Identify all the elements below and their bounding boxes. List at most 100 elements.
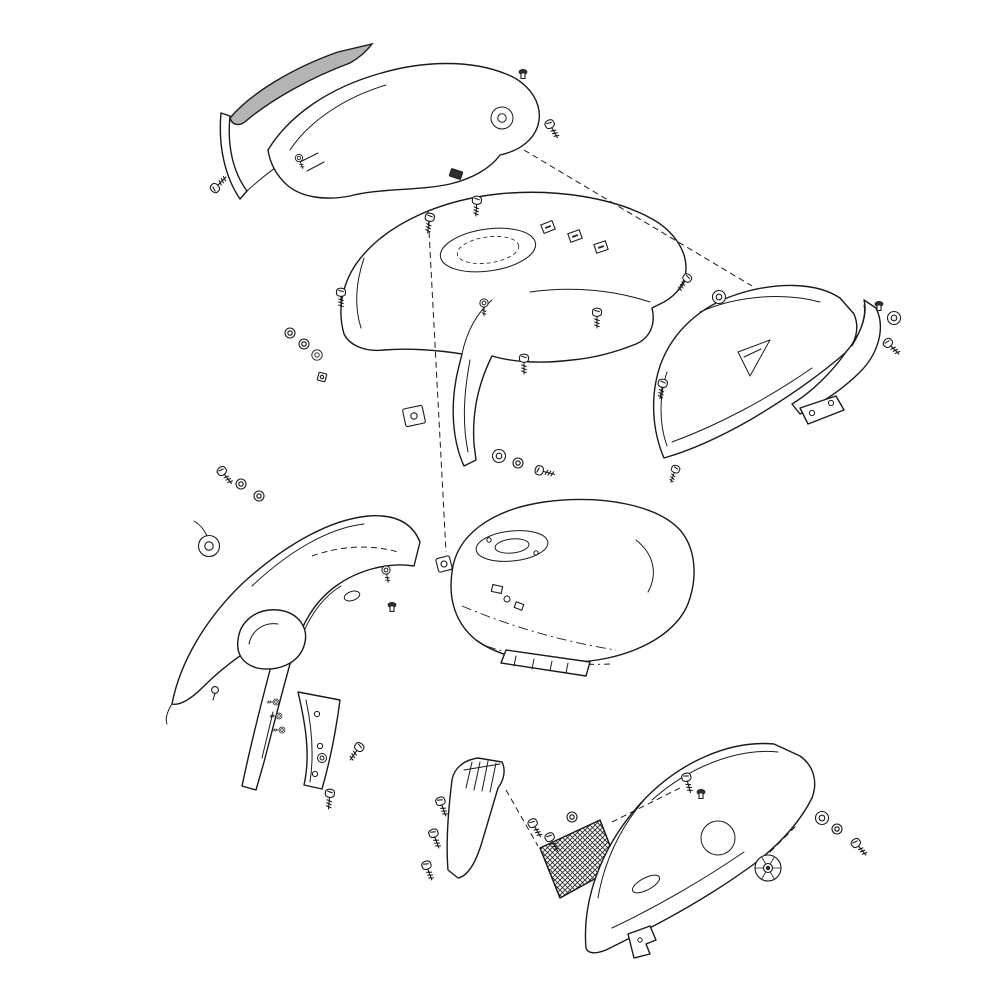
lower-cover-swoosh [631,874,661,894]
highlight-region[interactable] [229,42,374,126]
part-fuel-tank[interactable] [435,498,695,677]
bracket-hole [808,409,816,417]
bolt-fastener[interactable] [272,726,286,734]
screw-fastener[interactable] [881,336,903,358]
filler-bolt-hole [486,537,492,543]
grommet-fastener[interactable] [711,289,727,305]
right-cover-outline[interactable] [652,284,858,459]
screw-fastener[interactable] [434,795,451,819]
left-duct-crease [248,623,279,645]
bracket-hole [827,399,835,407]
washer-fastener[interactable] [512,457,524,469]
part-right-side-cover[interactable] [652,284,858,459]
top-cover-hole-outer [490,106,514,130]
leader-lines [311,149,799,853]
grommet-fastener[interactable] [886,310,902,326]
screw-fastener[interactable] [518,353,530,375]
filler-opening [475,530,549,562]
tank-cover-outline[interactable] [340,191,687,467]
lower-l-bracket[interactable] [627,925,657,959]
top-cover-tab [448,168,464,180]
clip-fastener[interactable] [211,686,219,701]
part-left-mount-bracket[interactable] [297,691,341,790]
right-rear-bracket[interactable] [799,395,845,425]
top-cover-notches [299,152,325,172]
screw-fastener[interactable] [526,816,545,840]
washer-fastener[interactable] [831,823,843,835]
screw-fastener[interactable] [323,788,336,810]
tank-cover-right-crease [529,288,651,303]
leader-line [611,787,681,823]
tank-front-mount [435,555,453,573]
grommet-fastener[interactable] [814,810,830,826]
screw-fastener[interactable] [346,740,366,764]
lower-cover-outline[interactable] [584,742,816,954]
left-panel-leg-crease [261,711,274,759]
top-cover-crease [289,84,387,151]
screw-fastener[interactable] [543,117,562,141]
lower-cover-left-crease [597,799,645,899]
flange-slots [513,655,569,674]
lower-cover-bottom-crease [611,851,745,929]
washer-fastener[interactable] [253,490,265,502]
tank-right-crease [635,539,654,593]
clip-slot [540,219,556,235]
windscreen-side-face[interactable] [219,112,248,200]
grommet-fastener[interactable] [311,349,323,361]
rivet-fastener[interactable] [387,601,397,613]
vent-slats [463,760,501,793]
part-lower-vent-panel[interactable] [446,757,505,879]
nut-fastener[interactable] [316,371,328,383]
left-bracket-outline[interactable] [297,691,341,790]
part-lower-right-cover[interactable] [584,742,816,959]
washer-fastener[interactable] [317,753,327,763]
grommet-ring[interactable] [193,520,221,558]
part-right-rear-cover[interactable] [791,299,881,425]
fuel-tank-outline[interactable] [450,498,695,664]
filler-bolt-hole [533,550,539,556]
right-cover-top-crease [699,296,821,313]
left-bracket-crease [305,699,313,783]
washer-fastener[interactable] [298,338,310,350]
screw-fastener[interactable] [666,463,682,485]
part-roller-damper[interactable] [754,854,782,882]
part-tank-top-cover[interactable] [340,191,687,467]
tank-cover-bracket[interactable] [402,404,426,428]
left-panel-slot [343,590,361,602]
screw-fastener[interactable] [215,464,236,487]
lower-cover-recess [700,820,736,856]
bracket-hole [311,770,319,778]
part-left-inner-duct[interactable] [236,609,307,670]
tank-fitting [490,583,504,595]
leader-line [769,823,799,853]
leader-line [523,149,753,287]
right-rear-cover-crease [851,304,865,347]
lower-cover-top-crease [651,750,779,801]
fuel-cap-ring [439,227,537,273]
washer-fastener[interactable] [566,811,578,823]
vent-panel-outline[interactable] [446,757,505,879]
screw-fastener[interactable] [533,464,557,480]
right-cover-left-crease [660,371,668,447]
rivet-fastener[interactable] [518,68,528,80]
top-cover-outline[interactable] [267,62,541,199]
clip-slot [593,240,609,254]
washer-fastener[interactable] [284,327,296,339]
leader-line [311,546,399,557]
tank-axis-line [461,605,617,651]
washer-fastener[interactable] [235,478,247,490]
tank-cover-left-crease [356,257,365,329]
grommet-fastener[interactable] [491,448,507,464]
top-cover-hole-inner [497,113,507,123]
bolt-fastener[interactable] [380,564,393,584]
screw-fastener[interactable] [208,173,230,195]
screw-fastener[interactable] [849,836,870,859]
tank-fitting [513,601,525,611]
part-top-cover[interactable] [267,62,541,199]
screw-fastener[interactable] [427,827,444,851]
left-duct-outline[interactable] [236,609,307,670]
screw-fastener[interactable] [420,859,437,883]
right-cover-decal-triangle [737,339,771,377]
